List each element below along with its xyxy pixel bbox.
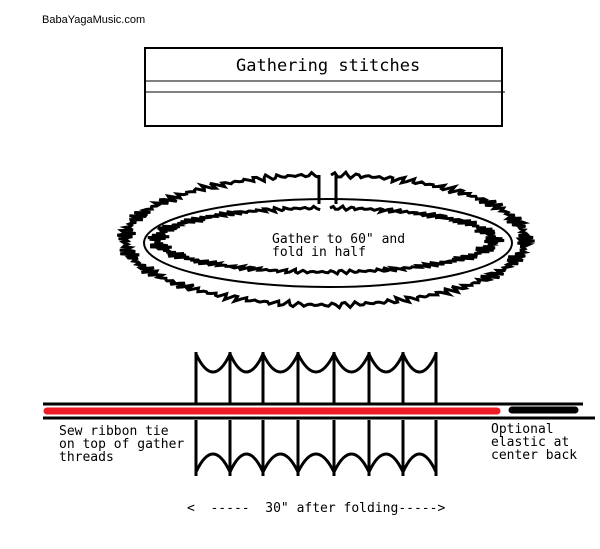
site-name: BabaYagaMusic.com — [42, 14, 146, 26]
pleat-bottom-curve — [296, 452, 336, 473]
pleat-bottom-curve — [367, 452, 405, 473]
pleat-bottom-curve — [228, 452, 265, 473]
pleat-bottom-curve — [401, 452, 438, 473]
pleat-top-curve — [332, 353, 371, 374]
pleat-top-curve — [261, 353, 300, 374]
title-box — [144, 47, 505, 127]
pleat-top-curve — [228, 353, 265, 374]
page-title: Gathering stitches — [236, 56, 421, 76]
pleats — [194, 352, 438, 476]
pleat-top-curve — [296, 353, 336, 374]
pleat-top-curve — [401, 353, 438, 374]
pleat-bottom-curve — [261, 452, 300, 473]
pleat-top-curve — [194, 353, 232, 374]
pleat-bottom-curve — [194, 452, 232, 473]
pleat-bottom-curve — [332, 452, 371, 473]
gather-note: Gather to 60" and fold in half — [272, 232, 406, 260]
ruffle-inner-edge — [147, 203, 505, 276]
fold-length-note: < ----- 30" after folding-----> — [187, 501, 446, 516]
ribbon-note: Sew ribbon tie on top of gather threads — [59, 424, 185, 465]
gathered-ring — [117, 169, 535, 310]
ruffle-outer-edge — [117, 169, 535, 310]
elastic-note: Optional elastic at center back — [491, 422, 578, 463]
gather-thread-ellipse — [143, 198, 513, 288]
pleat-top-curve — [367, 353, 405, 374]
